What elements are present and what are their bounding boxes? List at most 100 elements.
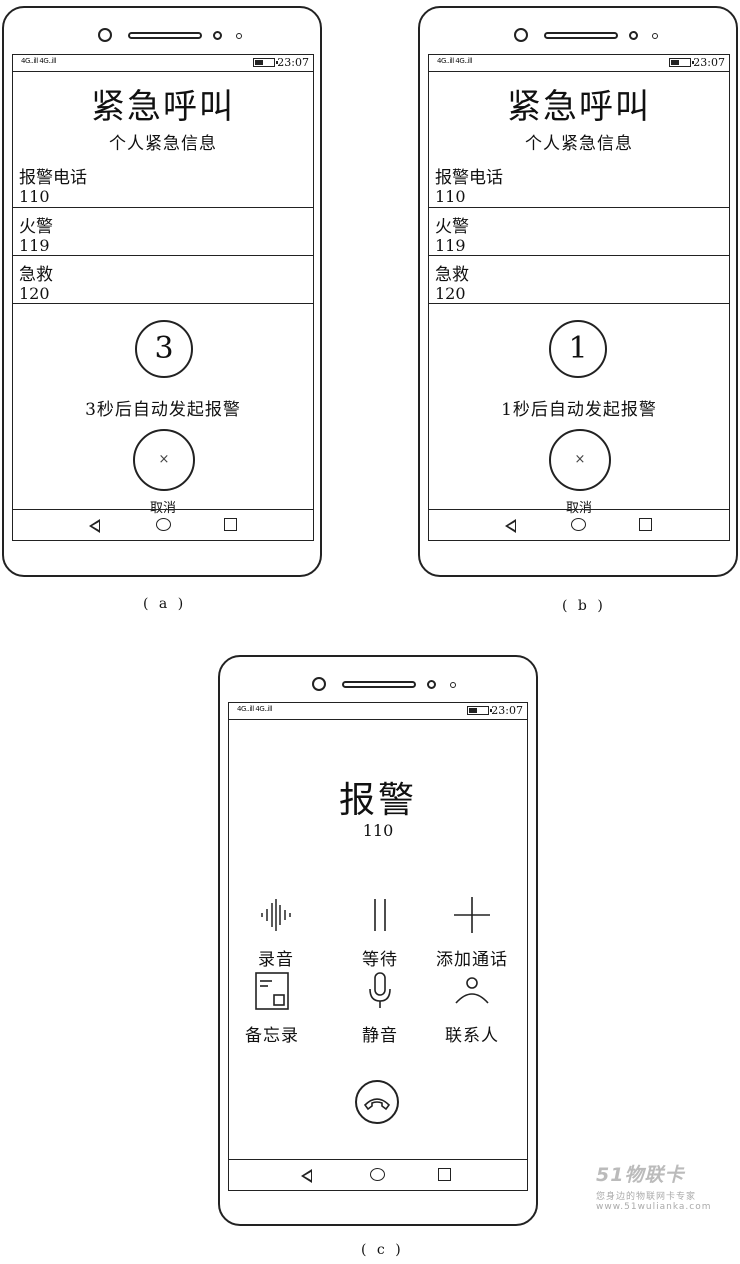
front-camera-icon xyxy=(312,677,326,691)
watermark-slogan: 您身边的物联网卡专家 xyxy=(596,1192,697,1202)
add-call-button[interactable]: 添加通话 xyxy=(427,895,517,970)
contact-label: 火警 xyxy=(19,217,53,237)
contact-number: 119 xyxy=(435,236,466,255)
home-icon[interactable] xyxy=(370,1168,385,1181)
countdown-text: 3秒后自动发起报警 xyxy=(85,400,241,420)
hold-button[interactable]: 等待 xyxy=(335,895,425,970)
contact-icon xyxy=(455,977,489,1004)
divider xyxy=(429,303,729,304)
contact-number: 119 xyxy=(19,236,50,255)
contact-row-fire[interactable]: 火警 119 xyxy=(429,207,729,255)
action-label: 录音 xyxy=(258,950,294,970)
front-camera-icon xyxy=(98,28,112,42)
contact-row-police[interactable]: 报警电话 110 xyxy=(13,159,313,207)
contact-number: 120 xyxy=(19,284,50,303)
contact-number: 120 xyxy=(435,284,466,303)
contact-label: 火警 xyxy=(435,217,469,237)
page-title: 紧急呼叫 xyxy=(507,87,651,127)
status-time: 23:07 xyxy=(277,56,309,69)
watermark: 51物联卡 您身边的物联网卡专家 www.51wulianka.com xyxy=(596,1160,732,1212)
status-bar: 4G..ill 4G..ill 23:07 xyxy=(13,55,313,72)
signal-icon: 4G..ill 4G..ill xyxy=(437,57,473,65)
phone-top-hardware xyxy=(98,28,248,48)
memo-button[interactable]: 备忘录 xyxy=(229,971,317,1046)
action-label: 备忘录 xyxy=(245,1026,299,1046)
sensor-dot-icon xyxy=(652,33,658,39)
back-icon[interactable] xyxy=(505,519,516,533)
page-subtitle: 个人紧急信息 xyxy=(525,134,633,154)
contact-row-police[interactable]: 报警电话 110 xyxy=(429,159,729,207)
waveform-icon xyxy=(261,899,291,931)
page-title: 紧急呼叫 xyxy=(91,87,235,127)
back-icon[interactable] xyxy=(301,1169,312,1183)
battery-icon xyxy=(253,58,278,67)
watermark-logo: 51物联卡 xyxy=(596,1164,685,1186)
home-icon[interactable] xyxy=(571,518,586,531)
screen-b: 4G..ill 4G..ill 23:07 紧急呼叫 个人紧急信息 报警电话 1… xyxy=(428,54,730,541)
caption-b: ( b ) xyxy=(562,598,606,614)
recent-apps-icon[interactable] xyxy=(224,518,237,531)
cancel-label: 取消 xyxy=(565,501,592,516)
cancel-button[interactable]: × xyxy=(549,429,611,491)
countdown-circle: 3 xyxy=(135,320,193,378)
action-label: 等待 xyxy=(362,950,398,970)
battery-icon xyxy=(669,58,694,67)
screen-a: 4G..ill 4G..ill 23:07 紧急呼叫 个人紧急信息 报警电话 1… xyxy=(12,54,314,541)
recent-apps-icon[interactable] xyxy=(438,1168,451,1181)
phone-top-hardware xyxy=(514,28,664,48)
phone-a: 4G..ill 4G..ill 23:07 紧急呼叫 个人紧急信息 报警电话 1… xyxy=(2,6,322,577)
record-button[interactable]: 录音 xyxy=(231,895,321,970)
recent-apps-icon[interactable] xyxy=(639,518,652,531)
speaker-grille-icon xyxy=(544,32,618,39)
contact-label: 急救 xyxy=(19,265,53,285)
status-bar: 4G..ill 4G..ill 23:07 xyxy=(429,55,729,72)
sensor-icon xyxy=(213,31,222,40)
action-label: 添加通话 xyxy=(436,950,508,970)
contact-row-ambulance[interactable]: 急救 120 xyxy=(429,255,729,303)
status-time: 23:07 xyxy=(491,704,523,717)
contact-row-fire[interactable]: 火警 119 xyxy=(13,207,313,255)
contact-row-ambulance[interactable]: 急救 120 xyxy=(13,255,313,303)
phone-b: 4G..ill 4G..ill 23:07 紧急呼叫 个人紧急信息 报警电话 1… xyxy=(418,6,738,577)
action-label: 静音 xyxy=(362,1026,398,1046)
page-subtitle: 个人紧急信息 xyxy=(109,134,217,154)
caption-a: ( a ) xyxy=(143,596,187,612)
phone-top-hardware xyxy=(312,677,462,697)
signal-icon: 4G..ill 4G..ill xyxy=(21,57,57,65)
contact-label: 急救 xyxy=(435,265,469,285)
battery-icon xyxy=(467,706,492,715)
call-title: 报警 xyxy=(338,780,417,821)
hang-up-icon xyxy=(363,1098,391,1111)
status-time: 23:07 xyxy=(693,56,725,69)
back-icon[interactable] xyxy=(89,519,100,533)
end-call-button[interactable] xyxy=(355,1080,399,1124)
memo-icon xyxy=(255,972,289,1010)
countdown-circle: 1 xyxy=(549,320,607,378)
pause-icon xyxy=(374,899,386,931)
navigation-bar xyxy=(13,509,313,540)
divider xyxy=(13,303,313,304)
signal-icon: 4G..ill 4G..ill xyxy=(237,705,273,713)
navigation-bar xyxy=(229,1159,527,1190)
plus-icon xyxy=(454,897,490,933)
watermark-url: www.51wulianka.com xyxy=(596,1202,712,1212)
cancel-label: 取消 xyxy=(149,501,176,516)
sensor-dot-icon xyxy=(236,33,242,39)
caption-c: ( c ) xyxy=(361,1242,404,1258)
sensor-dot-icon xyxy=(450,682,456,688)
sensor-icon xyxy=(427,680,436,689)
sensor-icon xyxy=(629,31,638,40)
home-icon[interactable] xyxy=(156,518,171,531)
action-label: 联系人 xyxy=(445,1026,499,1046)
mute-button[interactable]: 静音 xyxy=(335,971,425,1046)
cancel-button[interactable]: × xyxy=(133,429,195,491)
front-camera-icon xyxy=(514,28,528,42)
contacts-button[interactable]: 联系人 xyxy=(427,971,517,1046)
countdown-text: 1秒后自动发起报警 xyxy=(501,400,657,420)
navigation-bar xyxy=(429,509,729,540)
status-bar: 4G..ill 4G..ill 23:07 xyxy=(229,703,527,720)
contact-label: 报警电话 xyxy=(19,168,87,188)
call-number: 110 xyxy=(362,821,394,840)
contact-number: 110 xyxy=(435,187,466,206)
contact-label: 报警电话 xyxy=(435,168,503,188)
